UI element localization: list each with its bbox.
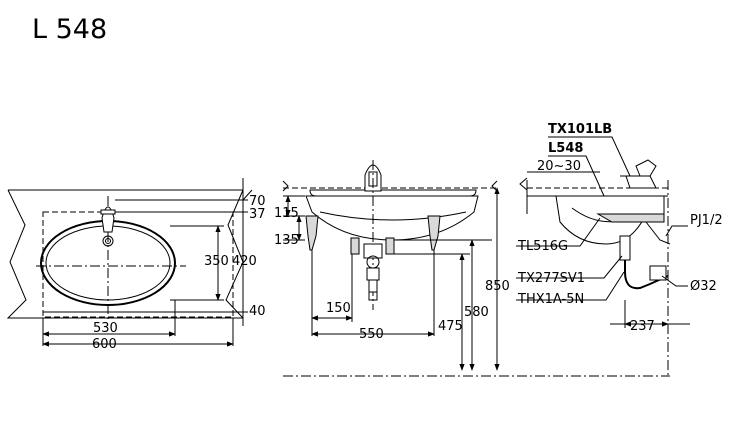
dim-420: 420 [232,254,257,269]
dim-350: 350 [204,254,229,269]
label-basin: L548 [548,141,583,156]
top-view-back-edge [8,189,253,202]
dim-37: 37 [249,207,266,222]
top-view-left-break [6,189,243,319]
supply-valve-right [385,237,395,255]
label-deck-range: 20~30 [537,159,581,174]
bracket-right [427,215,441,251]
dim-150: 150 [326,301,351,316]
label-bracket: TL516G [517,239,568,254]
dim-530: 530 [93,321,118,336]
dim-237: 237 [630,319,655,334]
model-title: L 548 [32,14,107,45]
label-supply: PJ1/2 [690,213,723,228]
front-left-break [282,180,289,192]
drain-body [363,243,383,259]
dim-580: 580 [464,305,489,320]
label-faucet: TX101LB [548,122,612,137]
label-trap: TX277SV1 [517,271,585,286]
faucet-side-icon [625,175,657,189]
label-pipe-dia: Ø32 [690,279,717,294]
basin-front [305,195,479,241]
trap-side [624,260,669,290]
label-drain: THX1A-5N [517,292,584,307]
side-view: TX101LB L548 20~30 TL516G PJ1/2 TX277SV1… [516,122,723,376]
dim-850: 850 [485,279,510,294]
counter-edge [309,189,477,197]
dim-600: 600 [92,337,117,352]
side-left-break [519,177,528,191]
bracket-side [596,213,665,223]
dim-115: 115 [274,206,299,221]
supply-valve-left [350,237,360,255]
dim-550: 550 [359,327,384,342]
dim-40: 40 [249,304,266,319]
bracket-left [305,215,319,251]
drain-top-icon [102,235,114,247]
dim-70: 70 [249,194,266,209]
dim-135: 135 [274,233,299,248]
top-view: 70 37 350 420 40 530 600 [6,178,266,352]
dim-475: 475 [438,319,463,334]
front-right-break [491,180,498,192]
front-view: 115 135 150 550 475 580 850 [274,160,670,377]
